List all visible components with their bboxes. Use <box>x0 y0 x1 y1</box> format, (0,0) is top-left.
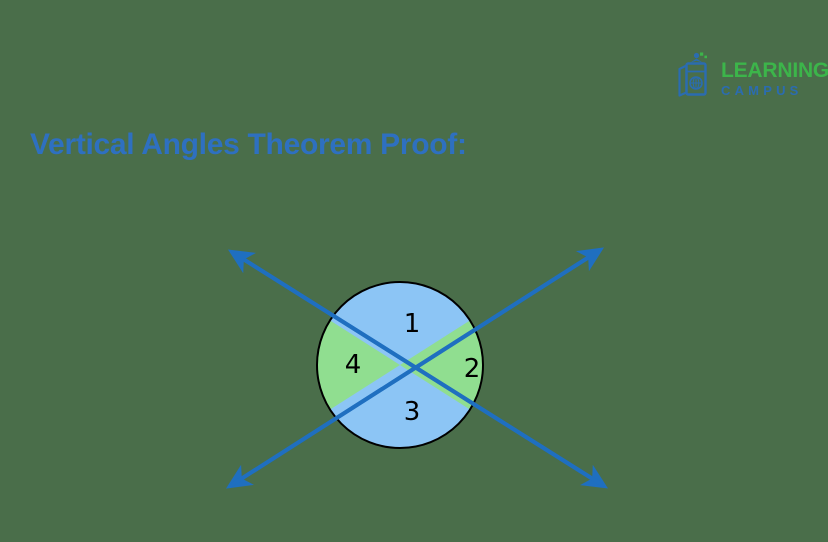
diagram-circle-outline <box>316 281 484 449</box>
angle-label-4: 4 <box>344 350 362 380</box>
sector-4-left <box>317 282 400 448</box>
line-up-right-to-down-left-backward <box>228 247 605 488</box>
logo-text-campus: CAMPUS <box>721 82 803 98</box>
logo-text-learning: LEARNING <box>721 58 828 82</box>
angle-label-2: 2 <box>463 354 481 384</box>
site-logo[interactable]: LEARNING CAMPUS <box>676 46 828 104</box>
angle-label-1: 1 <box>403 309 421 339</box>
angle-label-3: 3 <box>403 397 421 427</box>
sector-2-right <box>400 282 483 448</box>
green-sectors <box>317 282 483 448</box>
open-book-icon <box>678 52 707 97</box>
logo-wordmark: LEARNING CAMPUS <box>721 54 828 97</box>
page-title: Vertical Angles Theorem Proof: <box>30 128 467 161</box>
line-up-left-to-down-right-backward <box>227 249 606 488</box>
